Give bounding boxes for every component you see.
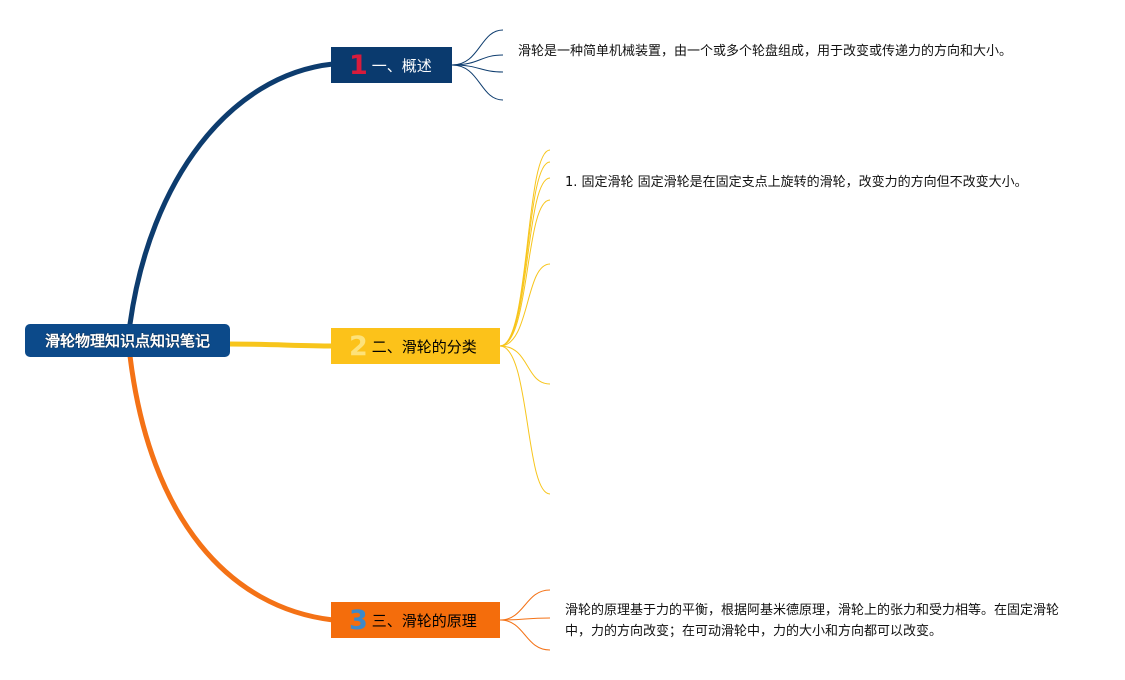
root-label: 滑轮物理知识点知识笔记 (44, 332, 210, 350)
root-node[interactable]: 滑轮物理知识点知识笔记 (25, 324, 230, 357)
topic-number: 1 (349, 49, 368, 81)
link-root-topic-2 (225, 341, 336, 349)
topic-3-fan (499, 589, 551, 651)
topic-2-fan (499, 149, 551, 495)
topic-number: 2 (349, 330, 368, 362)
topic-label: 三、滑轮的原理 (371, 611, 477, 630)
link-root-topic-1 (127, 61, 336, 327)
principle-note[interactable]: 滑轮的原理基于力的平衡，根据阿基米德原理，滑轮上的张力和受力相等。在固定滑轮中，… (565, 603, 1060, 639)
link-root-topic-3 (127, 353, 336, 623)
topic-node-principle[interactable]: 3 三、滑轮的原理 (331, 602, 500, 638)
topic-label: 一、概述 (371, 56, 432, 75)
topic-1-fan (451, 29, 504, 101)
topic-node-overview[interactable]: 1 一、概述 (331, 47, 452, 83)
topic-label: 二、滑轮的分类 (371, 337, 477, 356)
classification-note-fixed-pulley[interactable]: 1. 固定滑轮 固定滑轮是在固定支点上旋转的滑轮，改变力的方向但不改变大小。 (565, 175, 1028, 190)
topic-number: 3 (349, 604, 368, 636)
overview-note[interactable]: 滑轮是一种简单机械装置，由一个或多个轮盘组成，用于改变或传递力的方向和大小。 (518, 44, 1013, 59)
topic-node-classification[interactable]: 2 二、滑轮的分类 (331, 328, 500, 364)
